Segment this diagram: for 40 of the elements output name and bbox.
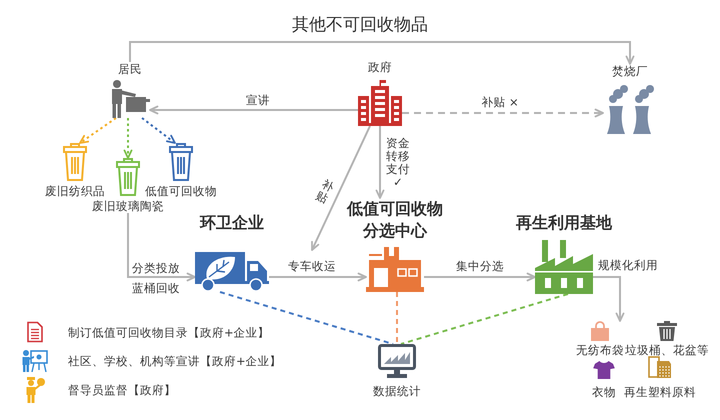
node-label: 数据统计	[373, 384, 421, 398]
edge-label: 补贴 ×	[481, 95, 519, 109]
arrow	[149, 106, 358, 114]
legend-text: 督导员监督【政府】	[68, 383, 176, 397]
arrow	[269, 272, 367, 282]
node-label: 垃圾桶、花盆等	[625, 343, 709, 357]
node-title: 环卫企业	[200, 212, 264, 234]
node-label: 废旧玻璃陶瓷	[92, 199, 164, 213]
node-title: 再生利用基地	[516, 212, 612, 234]
arrow	[141, 117, 176, 144]
dashed-line	[220, 291, 394, 345]
node-label: 衣物	[592, 385, 616, 399]
node-label: 居民	[118, 62, 142, 76]
arrow	[124, 118, 132, 159]
arrow	[129, 41, 634, 65]
node-label: 再生塑料原料	[624, 385, 696, 399]
node-label: 焚烧厂	[612, 64, 648, 78]
edge-label: 分类投放	[132, 261, 180, 275]
legend-text: 社区、学校、机构等宣讲【政府+企业】	[68, 354, 282, 368]
text-label: 蓝桶回收	[132, 281, 180, 295]
legend-text: 制订低值可回收物目录【政府+企业】	[68, 325, 270, 339]
node-label: 废旧纺织品	[45, 184, 105, 198]
node-title: 低值可回收物分选中心	[346, 198, 444, 242]
dashed-line	[400, 293, 568, 345]
edge-label: 专车收运	[288, 259, 336, 273]
node-label: 低值可回收物	[145, 184, 217, 198]
arrow	[402, 108, 604, 118]
node-label: 无纺布袋	[576, 343, 624, 357]
arrow	[79, 117, 117, 144]
dashed-line	[396, 292, 398, 344]
edge-label: 规模化利用	[598, 258, 658, 272]
arrow	[376, 126, 384, 199]
edge-label: 宣讲	[246, 93, 270, 107]
edge-label: 其他不可回收物品	[292, 15, 428, 35]
node-label: 政府	[368, 60, 392, 74]
arrow	[311, 126, 371, 251]
arrow	[424, 272, 536, 282]
edge-label: 集中分选	[456, 259, 504, 273]
arrow	[127, 213, 196, 282]
arrow	[593, 276, 624, 322]
